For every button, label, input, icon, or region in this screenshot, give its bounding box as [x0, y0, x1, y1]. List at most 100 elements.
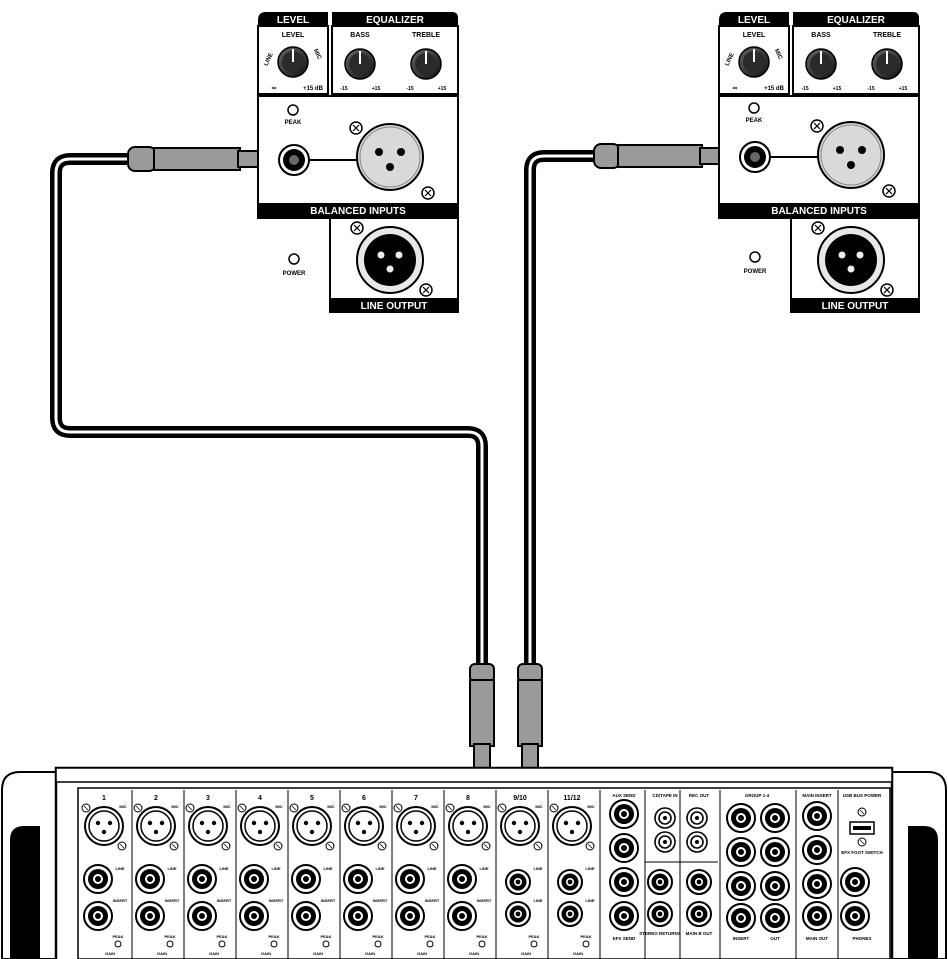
aux-send-jack-3[interactable] — [609, 867, 639, 897]
bass-knob[interactable] — [344, 48, 376, 80]
efx-send-jack[interactable] — [609, 901, 639, 931]
treble-knob[interactable] — [410, 48, 442, 80]
group-jack-5[interactable] — [726, 871, 756, 901]
screw-icon — [445, 803, 455, 813]
peak-led — [426, 940, 434, 948]
mixer-channels: 1MICLINEINSERTPEAKGAIN2MICLINEINSERTPEAK… — [81, 790, 601, 959]
screw-icon — [880, 283, 894, 297]
channel-insert-jack[interactable] — [239, 901, 269, 931]
channel-insert-jack[interactable] — [447, 901, 477, 931]
aux-send-jack-1[interactable] — [609, 799, 639, 829]
mic-label: MIC — [119, 804, 126, 809]
gain-label: GAIN — [573, 951, 583, 956]
line-label: LINE — [167, 866, 176, 871]
channel-insert-jack[interactable] — [343, 901, 373, 931]
group-out-label: OUT — [770, 936, 780, 941]
channel-xlr-input[interactable] — [552, 806, 592, 846]
cd-tape-in-rca-l[interactable] — [654, 807, 676, 829]
rec-out-rca-l[interactable] — [686, 807, 708, 829]
mixer-plug-right — [517, 663, 543, 769]
line-label: LINE — [219, 866, 228, 871]
peak-led — [218, 940, 226, 948]
channel-xlr-input[interactable] — [396, 806, 436, 846]
group-jack-4[interactable] — [760, 837, 790, 867]
channel-xlr-input[interactable] — [500, 806, 540, 846]
screw-icon — [857, 807, 867, 817]
level-max: +15 dB — [303, 86, 324, 92]
channel-xlr-input[interactable] — [240, 806, 280, 846]
stereo-return-jack-l[interactable] — [647, 869, 673, 895]
xlr-input[interactable] — [817, 121, 885, 189]
xlr-output[interactable] — [356, 226, 424, 294]
footswitch-jack[interactable] — [840, 867, 870, 897]
channel-line-jack[interactable] — [291, 864, 321, 894]
channel-xlr-input[interactable] — [448, 806, 488, 846]
channel-line-jack[interactable] — [135, 864, 165, 894]
channel-xlr-input[interactable] — [136, 806, 176, 846]
channel-xlr-input[interactable] — [292, 806, 332, 846]
screw-icon — [419, 283, 433, 297]
gain-label: GAIN — [157, 951, 167, 956]
xlr-output[interactable] — [817, 226, 885, 294]
main-insert-jack-l[interactable] — [802, 801, 832, 831]
balanced-inputs-label: BALANCED INPUTS — [310, 206, 406, 217]
eq-header: EQUALIZER — [366, 15, 425, 26]
main-insert-jack-r[interactable] — [802, 835, 832, 865]
channel-xlr-input[interactable] — [188, 806, 228, 846]
channel-insert-jack[interactable] — [187, 901, 217, 931]
main-out-jack-r[interactable] — [802, 901, 832, 931]
gain-label: GAIN — [261, 951, 271, 956]
phones-jack[interactable] — [840, 901, 870, 931]
bass-min: -15 — [340, 86, 347, 92]
group-jack-2[interactable] — [760, 803, 790, 833]
channel-insert-jack[interactable] — [135, 901, 165, 931]
main-b-out-jack-l[interactable] — [686, 869, 712, 895]
channel-number: 9/10 — [513, 795, 527, 802]
cd-tape-in-rca-r[interactable] — [654, 831, 676, 853]
channel-line-jack-r[interactable] — [557, 901, 583, 927]
power-label: POWER — [744, 269, 767, 275]
group-jack-8[interactable] — [760, 903, 790, 933]
level-header: LEVEL — [277, 15, 309, 26]
channel-line-jack-l[interactable] — [557, 869, 583, 895]
treble-knob[interactable] — [871, 48, 903, 80]
channel-line-jack[interactable] — [187, 864, 217, 894]
main-out-jack-l[interactable] — [802, 869, 832, 899]
channel-line-jack[interactable] — [395, 864, 425, 894]
channel-xlr-input[interactable] — [84, 806, 124, 846]
insert-label: INSERT — [477, 898, 492, 903]
xlr-input[interactable] — [356, 123, 424, 191]
jack-input[interactable] — [278, 144, 310, 176]
group-jack-6[interactable] — [760, 871, 790, 901]
group-jack-3[interactable] — [726, 837, 756, 867]
channel-line-jack[interactable] — [239, 864, 269, 894]
channel-insert-jack[interactable] — [83, 901, 113, 931]
screw-icon — [882, 184, 896, 198]
level-knob[interactable] — [738, 46, 770, 78]
screw-icon — [221, 841, 231, 851]
channel-line-jack[interactable] — [447, 864, 477, 894]
channel-xlr-input[interactable] — [344, 806, 384, 846]
main-b-out-jack-r[interactable] — [686, 901, 712, 927]
screw-icon — [325, 841, 335, 851]
channel-line-jack[interactable] — [343, 864, 373, 894]
jack-input[interactable] — [739, 141, 771, 173]
group-jack-7[interactable] — [726, 903, 756, 933]
channel-insert-jack[interactable] — [395, 901, 425, 931]
channel-line-jack[interactable] — [83, 864, 113, 894]
channel-line-jack-r[interactable] — [505, 901, 531, 927]
level-knob-label: LEVEL — [743, 32, 766, 39]
group-jack-1[interactable] — [726, 803, 756, 833]
channel-insert-jack[interactable] — [291, 901, 321, 931]
level-knob[interactable] — [277, 46, 309, 78]
mic-label: MIC — [223, 804, 230, 809]
bass-knob[interactable] — [805, 48, 837, 80]
channel-line-jack-l[interactable] — [505, 869, 531, 895]
mic-label: MIC — [587, 804, 594, 809]
line-output-label: LINE OUTPUT — [361, 301, 428, 312]
stereo-return-jack-r[interactable] — [647, 901, 673, 927]
aux-send-jack-2[interactable] — [609, 833, 639, 863]
rec-out-rca-r[interactable] — [686, 831, 708, 853]
